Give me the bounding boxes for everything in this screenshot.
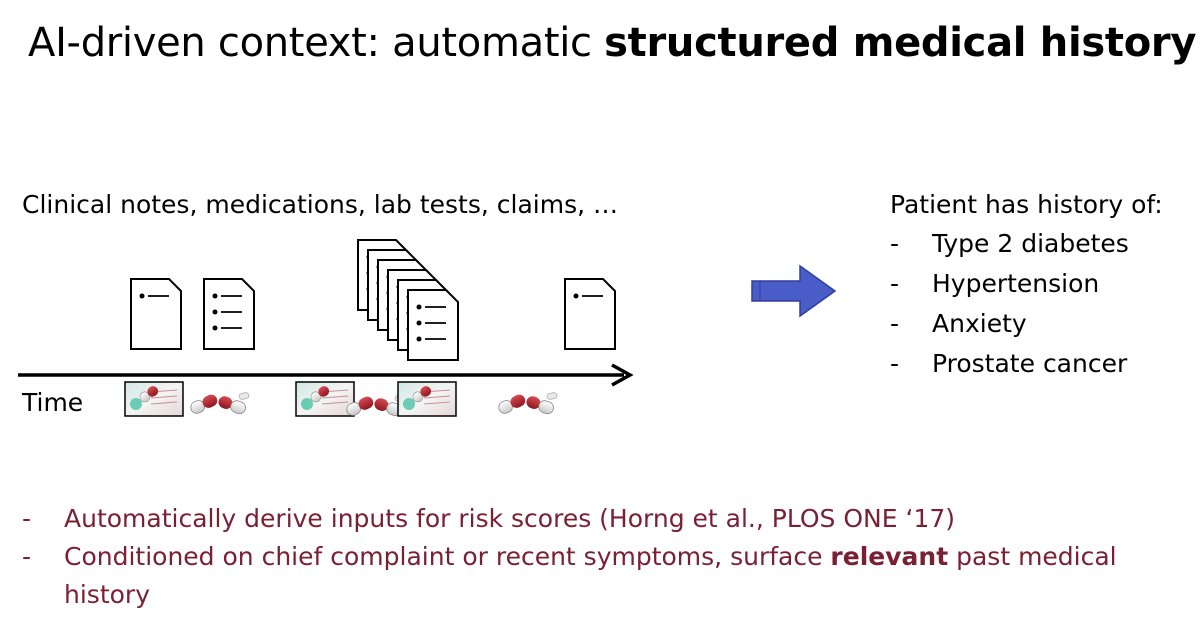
history-item: - Prostate cancer [890,348,1129,388]
clinical-note-icon [130,278,182,350]
title-bold: structured medical history [604,20,1197,66]
list-dash: - [890,269,900,298]
list-dash: - [890,349,900,378]
history-item-text: Prostate cancer [932,349,1128,378]
history-item: - Anxiety [890,308,1129,348]
list-dash: - [890,309,900,338]
bullet-text-part: past medical history [64,542,1117,609]
bullet-text-part: Automatically derive inputs for risk sco… [64,504,956,533]
data-sources-heading: Clinical notes, medications, lab tests, … [22,190,618,219]
clinical-note-icon [564,278,616,350]
bullet-item: - Automatically derive inputs for risk sc… [22,500,1184,538]
time-axis-label: Time [22,388,84,417]
history-list: -Type 2 diabetes -Hypertension -Anxiety … [890,228,1129,388]
list-dash: - [890,229,900,258]
list-dash: - [22,504,32,533]
bullet-text: Conditioned on chief complaint or recent… [64,538,1184,614]
medication-pill-icon [496,391,558,416]
clinical-note-icon [407,289,459,361]
lab-test-icon [124,381,184,417]
history-item-text: Hypertension [932,269,1100,298]
lab-test-icon [397,381,457,417]
timeline-arrow-icon [611,363,634,387]
history-item: - Hypertension [890,268,1129,308]
right-arrow-icon [751,264,837,318]
history-heading: Patient has history of: [890,190,1163,219]
medication-pill-icon [188,391,250,416]
slide-title: AI-driven context: automatic structured … [28,20,1196,66]
clinical-note-icon [203,278,255,350]
bullet-text: Automatically derive inputs for risk sco… [64,500,1184,538]
history-item-text: Anxiety [932,309,1027,338]
lab-test-icon [295,381,355,417]
history-item-text: Type 2 diabetes [932,229,1129,258]
title-prefix: AI-driven context: automatic [28,20,605,66]
bullet-item: - Conditioned on chief complaint or recen… [22,538,1184,614]
clinical-notes-stack [357,239,459,361]
bullet-list: - Automatically derive inputs for risk sc… [22,500,1184,614]
history-item: - Type 2 diabetes [890,228,1129,268]
bullet-emphasis: relevant [830,542,949,571]
list-dash: - [22,542,32,571]
bullet-text-part: Conditioned on chief complaint or recent… [64,542,831,571]
